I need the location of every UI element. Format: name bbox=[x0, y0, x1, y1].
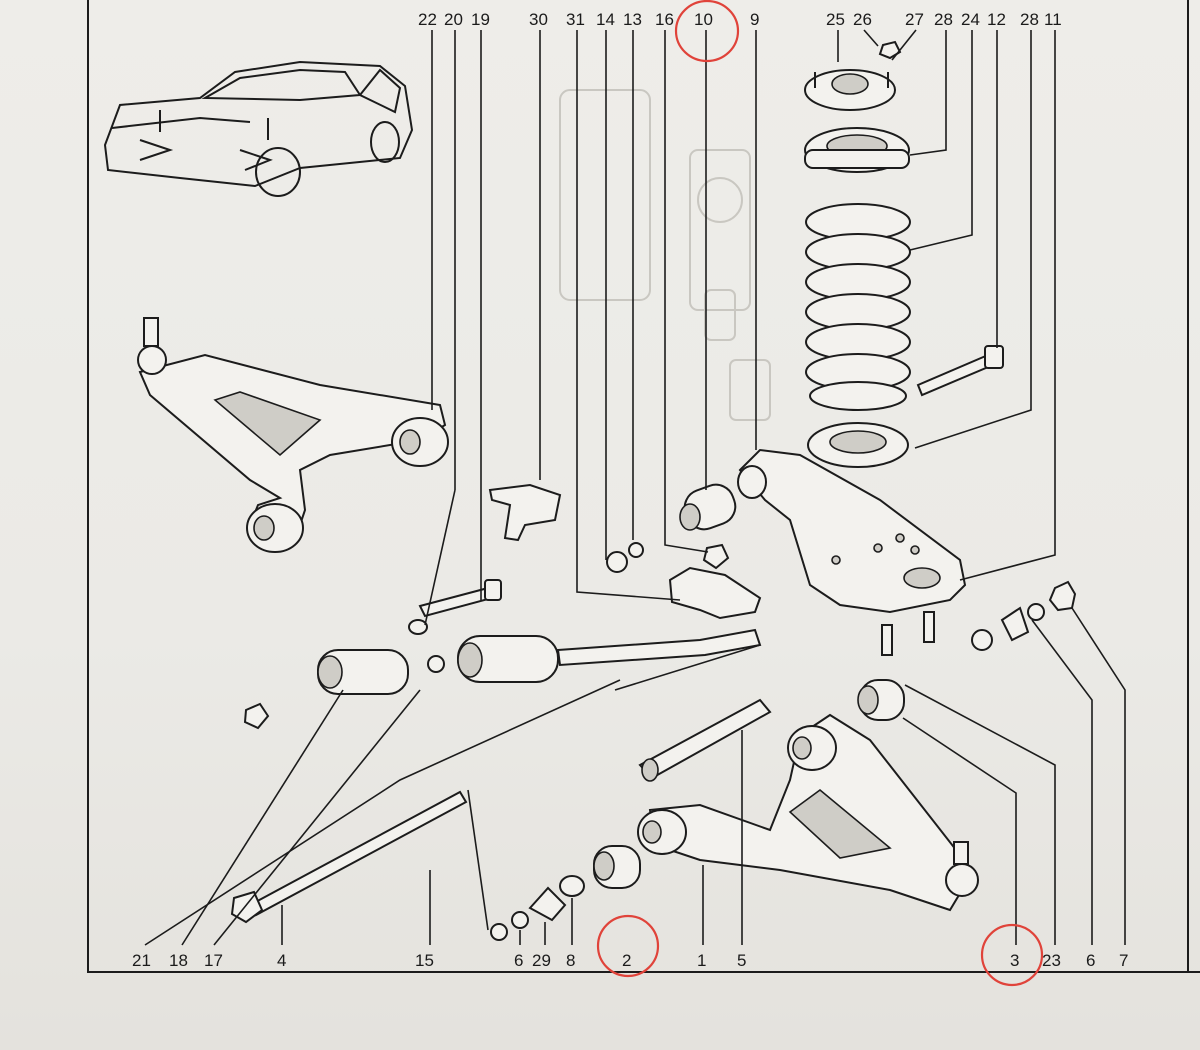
top-callouts: 22 20 19 30 31 14 13 16 10 9 25 26 27 28… bbox=[418, 10, 1062, 29]
callout-12: 12 bbox=[987, 10, 1006, 29]
callout-26: 26 bbox=[853, 10, 872, 29]
highlight-circle-3 bbox=[980, 923, 1044, 987]
spring-cup bbox=[737, 448, 967, 614]
callout-19: 19 bbox=[471, 10, 490, 29]
upper-small-parts bbox=[606, 477, 761, 573]
highlight-marks bbox=[596, 0, 1044, 987]
callout-21: 21 bbox=[132, 951, 151, 970]
callout-6-left: 6 bbox=[514, 951, 523, 970]
leader-lines bbox=[144, 29, 1126, 946]
callout-4: 4 bbox=[277, 951, 286, 970]
frame-border bbox=[87, 0, 1200, 973]
callout-14: 14 bbox=[596, 10, 615, 29]
callout-9: 9 bbox=[750, 10, 759, 29]
callout-18: 18 bbox=[169, 951, 188, 970]
highlight-circle-2 bbox=[596, 914, 660, 978]
callout-16: 16 bbox=[655, 10, 674, 29]
callout-7: 7 bbox=[1119, 951, 1128, 970]
callout-29: 29 bbox=[532, 951, 551, 970]
callout-17: 17 bbox=[204, 951, 223, 970]
callout-20: 20 bbox=[444, 10, 463, 29]
coil-spring bbox=[805, 203, 911, 411]
brackets bbox=[488, 483, 762, 620]
callout-5: 5 bbox=[737, 951, 746, 970]
spring-assembly bbox=[804, 40, 1004, 468]
callout-28-lower: 28 bbox=[1020, 10, 1039, 29]
callout-27: 27 bbox=[905, 10, 924, 29]
callout-13: 13 bbox=[623, 10, 642, 29]
callout-28-upper: 28 bbox=[934, 10, 953, 29]
callout-15: 15 bbox=[415, 951, 434, 970]
callout-25: 25 bbox=[826, 10, 845, 29]
callout-30: 30 bbox=[529, 10, 548, 29]
callout-11: 11 bbox=[1044, 10, 1062, 29]
bottom-callouts: 21 18 17 4 15 6 29 8 2 1 5 3 23 6 7 bbox=[132, 951, 1128, 970]
callout-22: 22 bbox=[418, 10, 437, 29]
highlight-circle-10 bbox=[674, 0, 740, 63]
callout-8: 8 bbox=[566, 951, 575, 970]
lower-wishbone bbox=[637, 698, 979, 912]
callout-3: 3 bbox=[1010, 951, 1019, 970]
callout-10: 10 bbox=[694, 10, 713, 29]
callout-23: 23 bbox=[1042, 951, 1061, 970]
car-thumbnail bbox=[103, 60, 414, 197]
callout-31: 31 bbox=[566, 10, 585, 29]
callout-6-right: 6 bbox=[1086, 951, 1095, 970]
radius-arm bbox=[243, 579, 762, 730]
upper-wishbone bbox=[137, 317, 449, 553]
callout-2: 2 bbox=[622, 951, 631, 970]
callout-1: 1 bbox=[697, 951, 706, 970]
lower-small-parts bbox=[490, 580, 1077, 941]
show-through-ghost bbox=[559, 89, 771, 421]
callout-24: 24 bbox=[961, 10, 980, 29]
